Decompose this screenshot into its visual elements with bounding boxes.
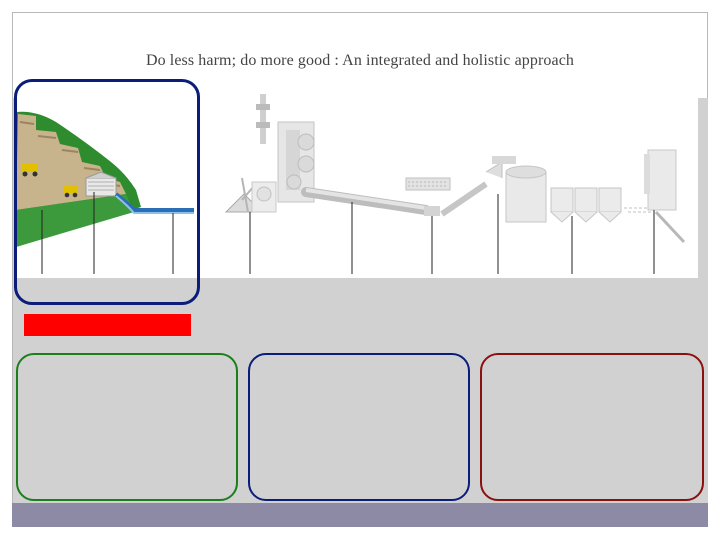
quarry-highlight-frame bbox=[14, 79, 200, 305]
footer-bar bbox=[12, 503, 708, 527]
green-stage-box bbox=[16, 353, 238, 501]
clinker-silo bbox=[505, 165, 547, 223]
slide-title: Do less harm; do more good : An integrat… bbox=[145, 52, 575, 69]
red-stage-box bbox=[480, 353, 704, 501]
blue-stage-box bbox=[248, 353, 470, 501]
belt-conveyor bbox=[114, 192, 194, 214]
crusher-building bbox=[85, 171, 117, 197]
cement-plant-illustration bbox=[16, 82, 698, 278]
cement-silos bbox=[550, 187, 622, 223]
red-label-bar bbox=[24, 314, 191, 336]
dump-truck-icon bbox=[64, 186, 78, 198]
dump-truck-icon bbox=[22, 164, 38, 177]
clinker-conveyor bbox=[440, 156, 516, 217]
stage-divider-lines bbox=[41, 192, 655, 274]
rotary-kiln bbox=[301, 177, 451, 216]
packing-dispatch bbox=[624, 149, 686, 244]
